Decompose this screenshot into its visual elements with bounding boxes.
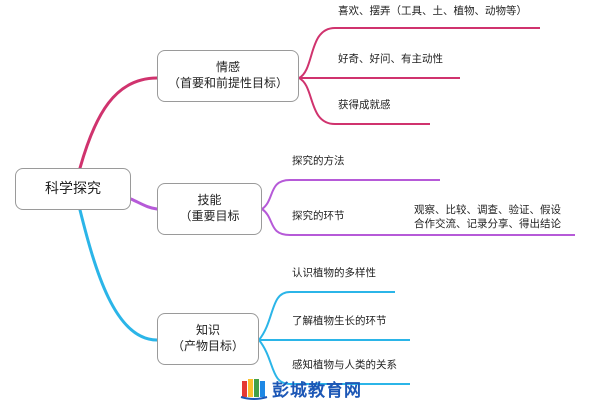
detail-line-2: 合作交流、记录分享、得出结论 xyxy=(414,218,561,231)
leaf-qinggan-1: 喜欢、摆弄（工具、土、植物、动物等） xyxy=(338,5,527,17)
leaf-jineng-1: 探究的方法 xyxy=(292,155,345,167)
watermark: 彭城教育网 xyxy=(240,372,374,404)
edge-root-qinggan xyxy=(78,76,159,170)
leaf-qinggan-3: 获得成就感 xyxy=(338,99,391,111)
root-label: 科学探究 xyxy=(45,180,101,197)
leaf-qinggan-2: 好奇、好问、有主动性 xyxy=(338,53,443,65)
branch-node-jineng: 技能 （重要目标 xyxy=(157,183,262,235)
edge-qinggan-leaf-3 xyxy=(298,77,430,125)
edge-zhishi-leaf-3 xyxy=(258,339,410,385)
edge-zhishi-leaf-1 xyxy=(258,291,395,341)
leaf-jineng-detail: 观察、比较、调查、验证、假设 合作交流、记录分享、得出结论 xyxy=(414,203,561,231)
edge-root-jineng xyxy=(129,197,159,211)
branch-subtitle: （产物目标） xyxy=(171,339,244,353)
branch-node-qinggan: 情感 （首要和前提性目标） xyxy=(157,50,299,102)
leaf-zhishi-2: 了解植物生长的环节 xyxy=(292,315,387,327)
branch-node-zhishi: 知识 （产物目标） xyxy=(157,313,259,365)
watermark-text: 彭城教育网 xyxy=(272,380,362,401)
book-logo-icon xyxy=(240,379,268,400)
detail-line-1: 观察、比较、调查、验证、假设 xyxy=(414,204,561,216)
root-node: 科学探究 xyxy=(15,168,131,210)
edge-root-zhishi xyxy=(78,208,159,342)
branch-title: 知识 xyxy=(195,323,220,338)
edge-qinggan-leaf-1 xyxy=(298,27,540,79)
edge-jineng-leaf-1 xyxy=(261,179,440,210)
branch-title: 情感 xyxy=(215,60,240,75)
branch-subtitle: （重要目标 xyxy=(179,209,240,223)
edge-jineng-leaf-2 xyxy=(261,208,575,236)
leaf-jineng-2: 探究的环节 xyxy=(292,210,345,222)
leaf-zhishi-1: 认识植物的多样性 xyxy=(292,267,376,279)
branch-subtitle: （首要和前提性目标） xyxy=(167,76,288,90)
branch-title: 技能 xyxy=(197,193,222,208)
leaf-zhishi-3: 感知植物与人类的关系 xyxy=(292,359,397,371)
